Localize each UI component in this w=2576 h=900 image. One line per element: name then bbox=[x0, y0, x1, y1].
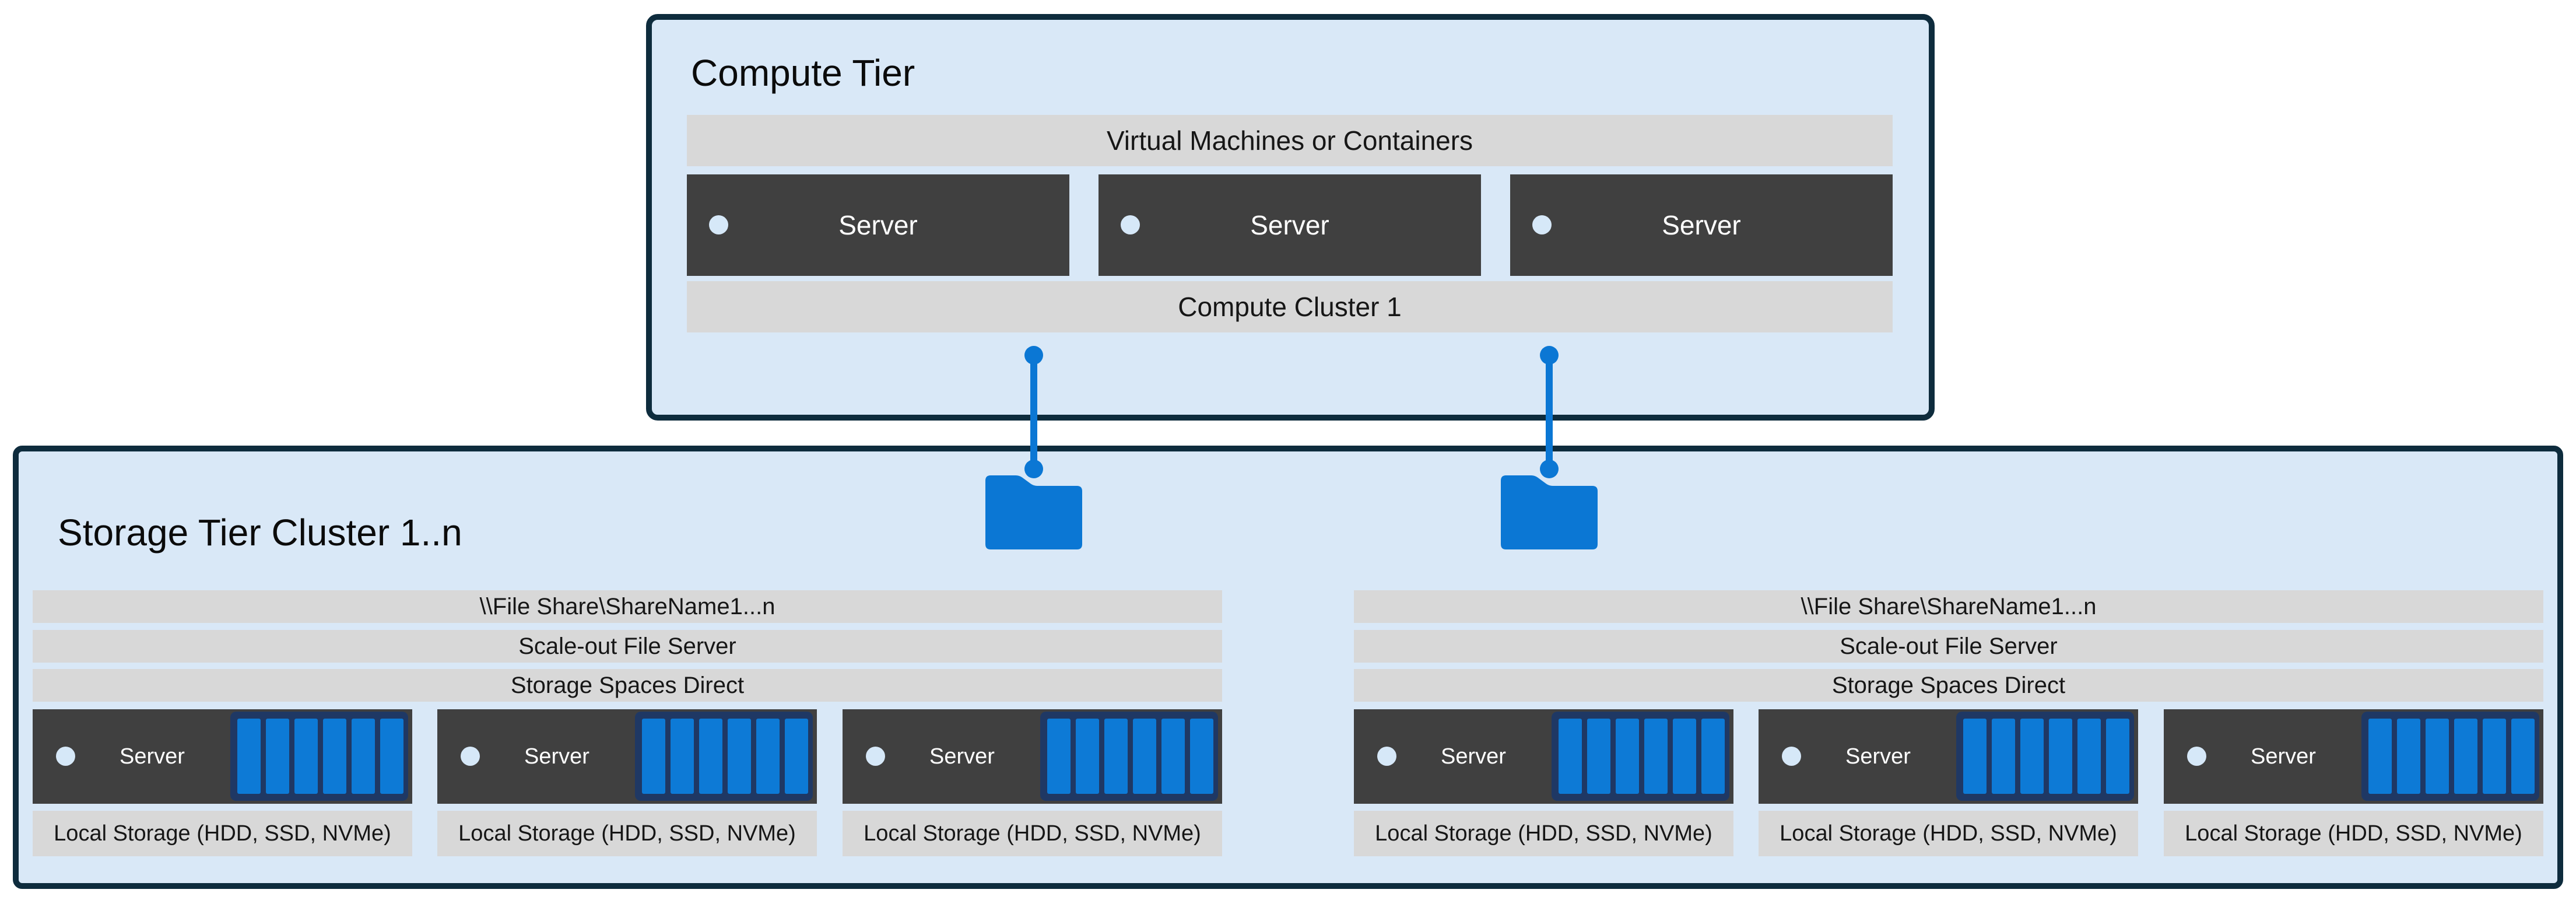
local-storage-bar: Local Storage (HDD, SSD, NVMe) bbox=[843, 811, 1222, 856]
compute-tier-title: Compute Tier bbox=[691, 52, 915, 94]
local-storage-label: Local Storage (HDD, SSD, NVMe) bbox=[54, 821, 391, 846]
local-storage-bar: Local Storage (HDD, SSD, NVMe) bbox=[2164, 811, 2543, 856]
file-share-bar: \\File Share\ShareName1...n bbox=[33, 590, 1222, 623]
connector-line bbox=[1546, 355, 1553, 470]
connector-dot-icon bbox=[1540, 460, 1559, 478]
storage-server: Server bbox=[437, 709, 817, 804]
folder-icon bbox=[985, 475, 1082, 549]
file-share-label: \\File Share\ShareName1...n bbox=[479, 593, 775, 619]
local-storage-bar: Local Storage (HDD, SSD, NVMe) bbox=[1354, 811, 1733, 856]
local-storage-bar: Local Storage (HDD, SSD, NVMe) bbox=[1759, 811, 2138, 856]
compute-cluster-bar: Compute Cluster 1 bbox=[687, 281, 1893, 332]
scale-out-file-server-bar: Scale-out File Server bbox=[33, 630, 1222, 663]
server-label: Server bbox=[2251, 744, 2316, 769]
folder-icon bbox=[1501, 475, 1598, 549]
local-storage-bar: Local Storage (HDD, SSD, NVMe) bbox=[33, 811, 412, 856]
server-label: Server bbox=[1662, 210, 1741, 240]
storage-tier-title: Storage Tier Cluster 1..n bbox=[58, 512, 462, 554]
server-label: Server bbox=[838, 210, 918, 240]
compute-server-1: Server bbox=[687, 174, 1069, 276]
server-indicator-dot-icon bbox=[1532, 215, 1552, 234]
server-indicator-dot-icon bbox=[2187, 747, 2206, 766]
vm-containers-bar: Virtual Machines or Containers bbox=[687, 115, 1893, 166]
connector-dot-icon bbox=[1024, 460, 1043, 478]
storage-server: Server bbox=[843, 709, 1222, 804]
compute-cluster-label: Compute Cluster 1 bbox=[1178, 292, 1402, 322]
local-storage-label: Local Storage (HDD, SSD, NVMe) bbox=[864, 821, 1201, 846]
storage-spaces-direct-label: Storage Spaces Direct bbox=[1831, 672, 2066, 698]
storage-server: Server bbox=[2164, 709, 2543, 804]
server-indicator-dot-icon bbox=[461, 747, 480, 766]
compute-tier-box: Compute Tier Virtual Machines or Contain… bbox=[646, 14, 1935, 421]
file-share-bar: \\File Share\ShareName1...n bbox=[1354, 590, 2543, 623]
storage-server: Server bbox=[1759, 709, 2138, 804]
local-storage-label: Local Storage (HDD, SSD, NVMe) bbox=[458, 821, 796, 846]
server-label: Server bbox=[524, 744, 589, 769]
disk-array-icon bbox=[2361, 712, 2539, 801]
disk-array-icon bbox=[1552, 712, 1729, 801]
scale-out-file-server-label: Scale-out File Server bbox=[518, 633, 736, 659]
disk-array-icon bbox=[230, 712, 408, 801]
server-label: Server bbox=[120, 744, 185, 769]
connector-dot-icon bbox=[1024, 346, 1043, 365]
vm-containers-label: Virtual Machines or Containers bbox=[1106, 125, 1473, 156]
scale-out-file-server-label: Scale-out File Server bbox=[1840, 633, 2058, 659]
server-indicator-dot-icon bbox=[56, 747, 75, 766]
server-label: Server bbox=[1250, 210, 1329, 240]
server-indicator-dot-icon bbox=[1782, 747, 1801, 766]
server-label: Server bbox=[929, 744, 995, 769]
local-storage-label: Local Storage (HDD, SSD, NVMe) bbox=[1780, 821, 2117, 846]
server-indicator-dot-icon bbox=[1121, 215, 1140, 234]
server-label: Server bbox=[1441, 744, 1506, 769]
server-indicator-dot-icon bbox=[709, 215, 728, 234]
local-storage-label: Local Storage (HDD, SSD, NVMe) bbox=[2185, 821, 2522, 846]
server-indicator-dot-icon bbox=[866, 747, 885, 766]
storage-server: Server bbox=[1354, 709, 1733, 804]
connector-line bbox=[1030, 355, 1037, 470]
storage-spaces-direct-bar: Storage Spaces Direct bbox=[33, 669, 1222, 702]
compute-server-3: Server bbox=[1510, 174, 1893, 276]
scale-out-file-server-bar: Scale-out File Server bbox=[1354, 630, 2543, 663]
storage-spaces-direct-label: Storage Spaces Direct bbox=[510, 672, 745, 698]
file-share-label: \\File Share\ShareName1...n bbox=[1801, 593, 2097, 619]
storage-cluster-1: \\File Share\ShareName1...n Scale-out Fi… bbox=[33, 590, 1222, 856]
disk-array-icon bbox=[635, 712, 813, 801]
compute-server-2: Server bbox=[1099, 174, 1481, 276]
connector-dot-icon bbox=[1540, 346, 1559, 365]
local-storage-bar: Local Storage (HDD, SSD, NVMe) bbox=[437, 811, 817, 856]
server-label: Server bbox=[1845, 744, 1911, 769]
storage-server: Server bbox=[33, 709, 412, 804]
disk-array-icon bbox=[1040, 712, 1218, 801]
storage-cluster-2: \\File Share\ShareName1...n Scale-out Fi… bbox=[1354, 590, 2543, 856]
local-storage-label: Local Storage (HDD, SSD, NVMe) bbox=[1375, 821, 1712, 846]
storage-tier-box: Storage Tier Cluster 1..n \\File Share\S… bbox=[13, 446, 2563, 889]
disk-array-icon bbox=[1956, 712, 2134, 801]
server-indicator-dot-icon bbox=[1377, 747, 1396, 766]
storage-spaces-direct-bar: Storage Spaces Direct bbox=[1354, 669, 2543, 702]
